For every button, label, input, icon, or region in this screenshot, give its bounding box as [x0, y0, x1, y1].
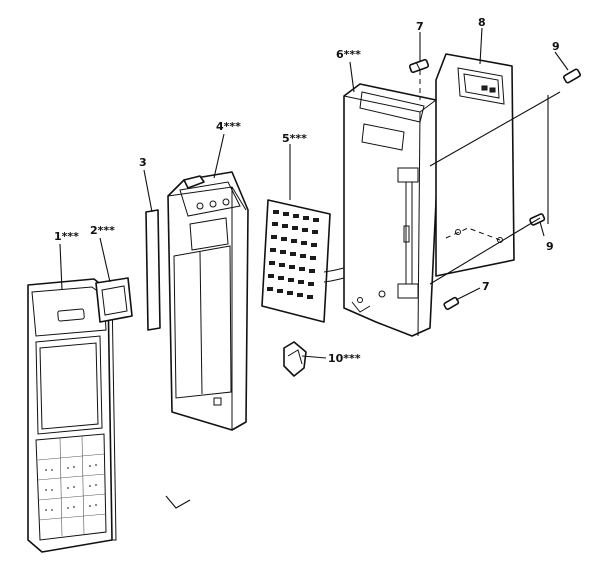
callout-3: 3: [139, 156, 147, 169]
part-1-door-panel: [27, 278, 117, 553]
stray-check-mark: [165, 495, 191, 509]
callout-10: 10***: [328, 352, 361, 365]
callout-6: 6***: [336, 48, 361, 61]
part-10-connector: [283, 341, 307, 377]
callout-7-top: 7: [416, 20, 424, 33]
screw-7-top: [408, 58, 430, 74]
part-6-mounting-bracket: [343, 83, 441, 337]
part-3-strip: [145, 209, 161, 331]
callout-2: 2***: [90, 224, 115, 237]
part-5-keypad: [261, 199, 365, 323]
screw-7-bottom: [443, 296, 460, 311]
part-2-window-frame: [95, 277, 133, 323]
alignment-lines: [419, 70, 501, 241]
part-8-circuit-board: [435, 53, 515, 277]
callout-7-bottom: 7: [482, 280, 490, 293]
callout-4: 4***: [216, 120, 241, 133]
leader-lines: [59, 27, 569, 359]
callout-9-bottom: 9: [546, 240, 554, 253]
part-4-control-housing: [167, 171, 249, 431]
callout-1: 1***: [54, 230, 79, 243]
callout-8: 8: [478, 16, 486, 29]
callout-5: 5***: [282, 132, 307, 145]
callout-9-top: 9: [552, 40, 560, 53]
screw-9-top: [563, 68, 581, 84]
